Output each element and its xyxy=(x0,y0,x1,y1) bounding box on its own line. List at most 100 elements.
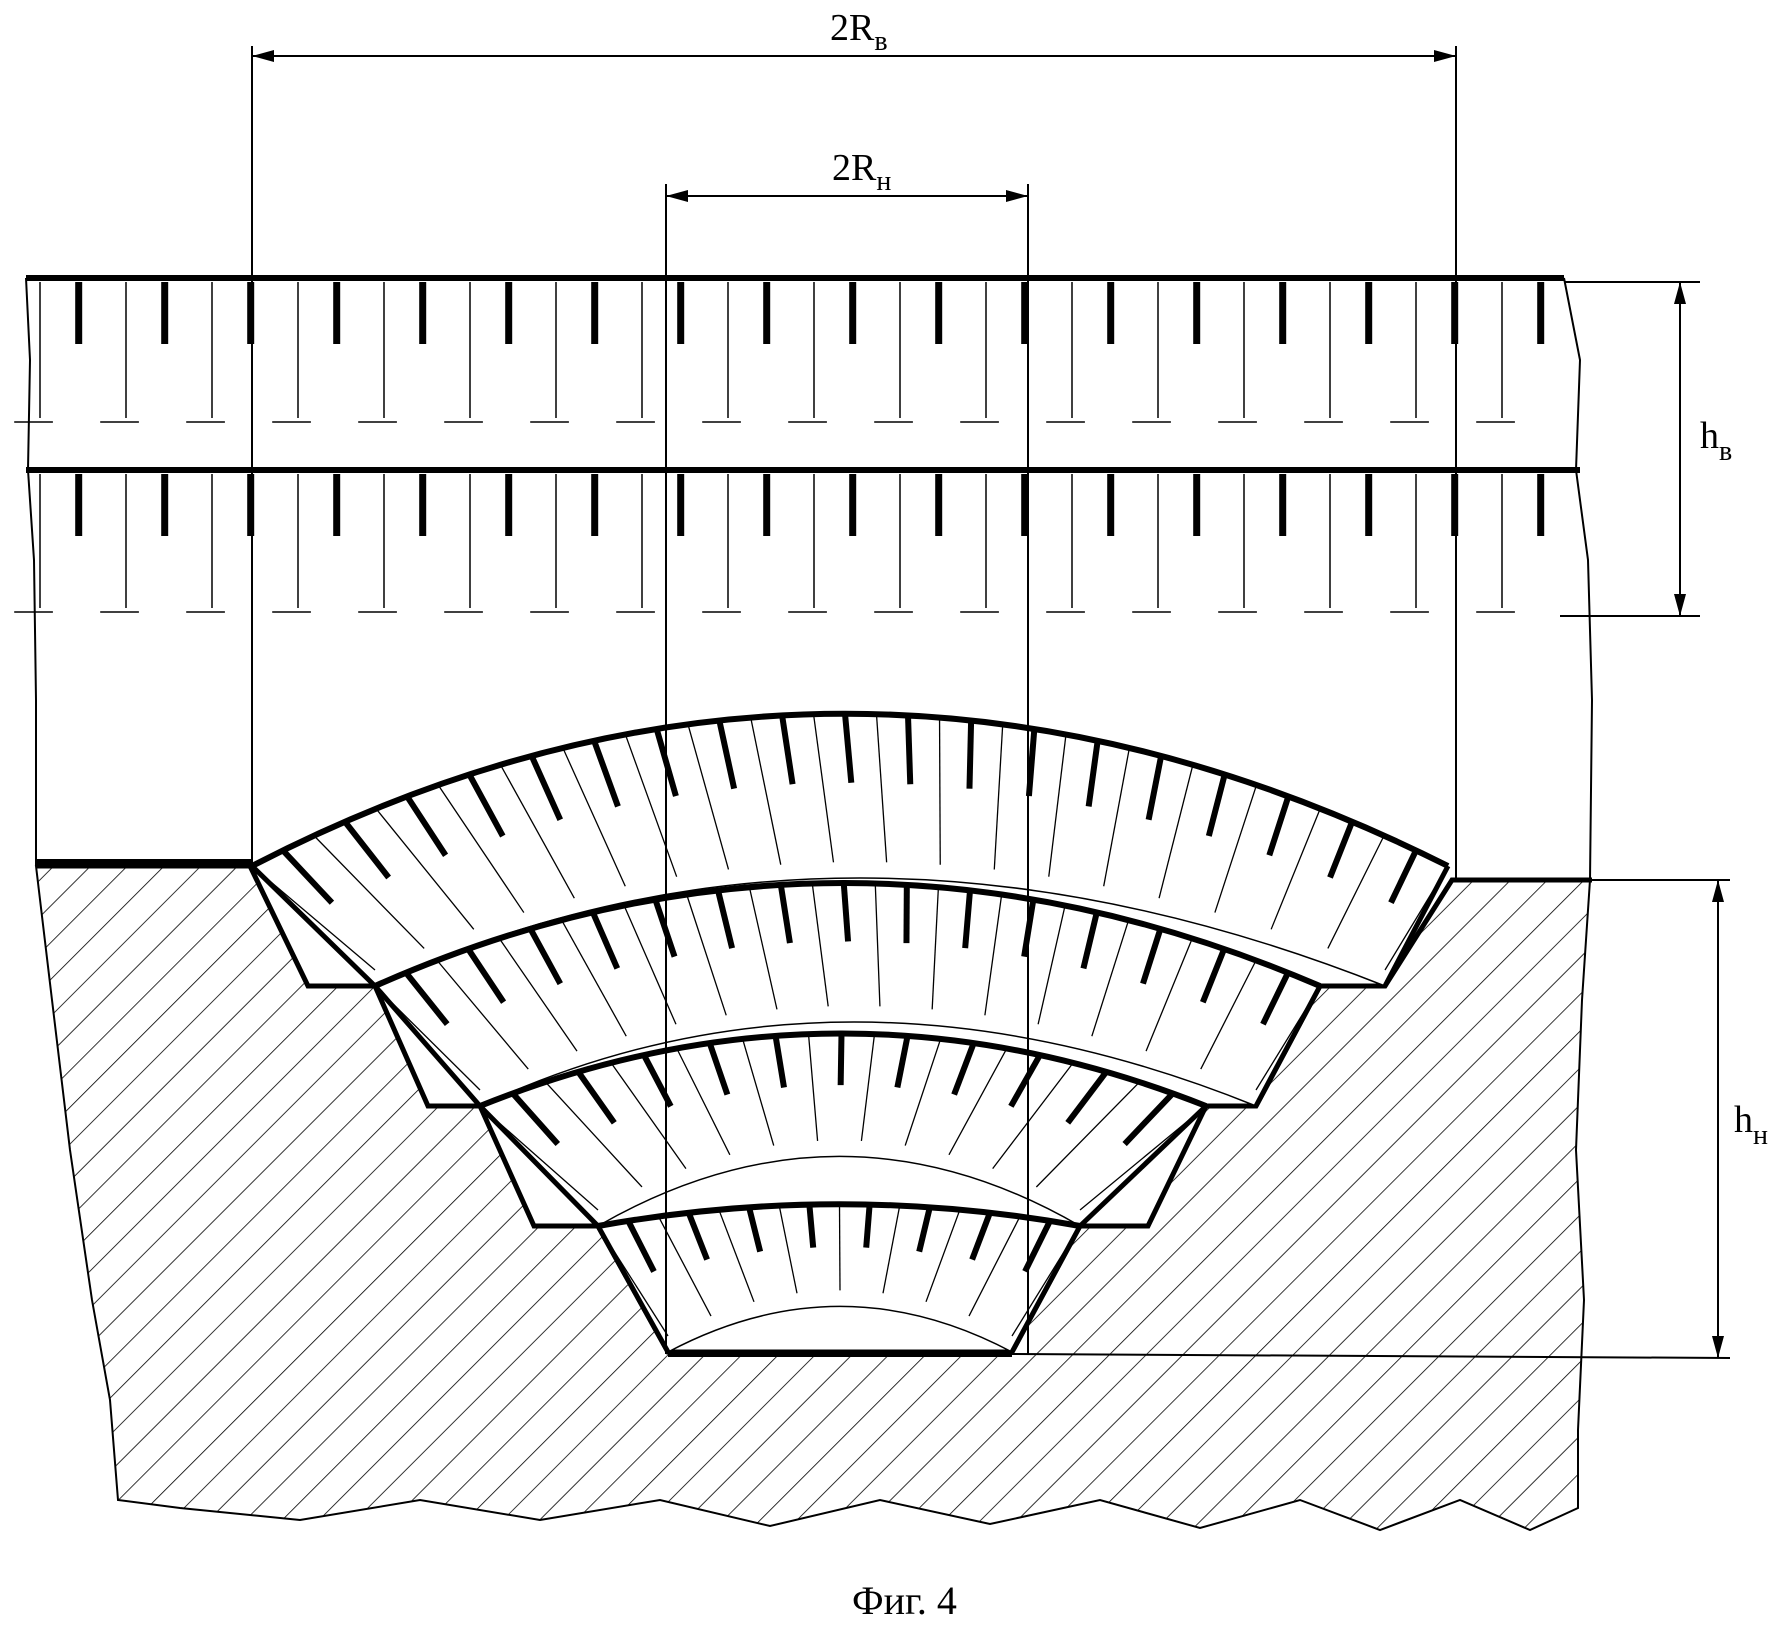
arch-segment-divider xyxy=(992,1062,1074,1169)
upper-row-2-segments xyxy=(14,474,1545,613)
arch-right-wall xyxy=(1382,864,1451,988)
arch-fill xyxy=(598,1204,1080,1352)
arch-segment-tick xyxy=(1022,1219,1053,1273)
arch-right-wall xyxy=(1078,1104,1208,1228)
arch-segment-tick xyxy=(777,884,793,944)
arch-segment-divider xyxy=(437,784,525,913)
upper-stack xyxy=(14,275,1594,881)
arch-segment-tick xyxy=(575,1070,617,1125)
arch-segment-tick xyxy=(894,1035,911,1089)
arch-segment-divider xyxy=(948,1048,1008,1156)
figure-caption: Фиг. 4 xyxy=(852,1578,957,1623)
arch-segment-tick xyxy=(404,794,449,857)
arch-right-wall xyxy=(1009,1224,1083,1354)
arch-segment-tick xyxy=(962,890,974,949)
dimension-upper-diameter xyxy=(251,46,1457,880)
arch-left-wall xyxy=(373,984,482,1108)
arch-segment-tick xyxy=(685,1211,710,1261)
arch-segment-tick xyxy=(863,1204,873,1248)
arch-segment-divider xyxy=(931,887,940,1010)
arch-segment-tick xyxy=(772,1035,787,1088)
arch-segment-divider xyxy=(875,714,888,863)
arch-left-wall xyxy=(595,1224,671,1354)
arched-layer-2 xyxy=(373,880,1323,1108)
upper-stack-right-edge xyxy=(1563,277,1594,881)
arch-segment-divider xyxy=(811,883,829,1007)
arch-segment-tick xyxy=(806,1204,817,1248)
arch-segment-divider xyxy=(1037,905,1066,1025)
arch-segment-divider xyxy=(984,894,1003,1016)
arch-segment-tick xyxy=(403,970,450,1027)
arch-segment-divider xyxy=(904,1038,942,1146)
label-lower-diameter: 2Rн xyxy=(832,147,891,197)
arch-segment-divider xyxy=(807,1034,819,1142)
arched-layer-4 xyxy=(595,1201,1083,1354)
arch-segment-tick xyxy=(590,911,621,970)
arch-segment-tick xyxy=(528,754,563,821)
arched-layer-3 xyxy=(478,1030,1208,1228)
arch-fill xyxy=(375,883,1320,1106)
arch-segment-divider xyxy=(375,808,475,930)
arch-segment-divider xyxy=(436,959,529,1070)
arch-segment-divider xyxy=(968,1216,1021,1317)
arch-segment-divider xyxy=(562,747,626,887)
arch-segment-divider xyxy=(686,894,727,1016)
arch-inner-edge xyxy=(479,1021,1257,1107)
arch-segment-tick xyxy=(510,1091,561,1147)
dimension-lower-diameter xyxy=(665,184,1029,1354)
arch-segment-tick xyxy=(1200,947,1227,1004)
label-lower-height: hн xyxy=(1734,1099,1768,1151)
arch-segment-divider xyxy=(1200,960,1257,1070)
arch-segment-tick xyxy=(1122,1091,1175,1147)
arch-segment-tick xyxy=(1145,755,1165,821)
arched-layer-1 xyxy=(250,710,1451,988)
arch-segment-tick xyxy=(652,898,678,958)
arch-segment-divider xyxy=(499,764,575,899)
upper-row-1-band xyxy=(26,278,1564,430)
arch-segment-tick xyxy=(842,713,855,784)
arch-segment-tick xyxy=(715,889,736,949)
arch-segment-divider xyxy=(313,835,425,949)
arch-segment-divider xyxy=(741,1038,775,1146)
arch-right-wall xyxy=(1253,984,1323,1108)
arch-segment-tick xyxy=(837,1033,845,1086)
arch-segment-divider xyxy=(748,887,778,1010)
arch-segment-divider xyxy=(561,919,627,1037)
arch-segment-tick xyxy=(342,819,391,880)
arch-segment-tick xyxy=(840,882,852,942)
arch-segment-divider xyxy=(610,1062,687,1169)
arch-segment-divider xyxy=(1214,784,1258,913)
arch-segment-tick xyxy=(1266,795,1292,857)
arch-segment-tick xyxy=(1205,773,1228,837)
arch-segment-tick xyxy=(706,1042,731,1096)
arch-segment-divider xyxy=(778,1205,798,1294)
arch-segment-tick xyxy=(466,773,506,838)
arch-segment-divider xyxy=(1091,919,1130,1037)
arch-segment-divider xyxy=(812,714,835,863)
arch-segment-tick xyxy=(716,719,738,790)
arch-segment-divider xyxy=(874,883,881,1007)
arch-segment-divider xyxy=(938,717,941,865)
arch-segment-tick xyxy=(969,1211,993,1261)
dimension-upper-height xyxy=(1560,281,1700,617)
arch-segment-tick xyxy=(465,947,507,1004)
arch-segment-tick xyxy=(1008,1053,1043,1108)
arch-segment-divider xyxy=(1048,734,1067,877)
arch-segment-divider xyxy=(1035,1081,1140,1188)
arch-segment-divider xyxy=(718,1209,755,1303)
arch-fill xyxy=(252,713,1448,986)
dimension-lower-height xyxy=(1011,879,1731,1359)
label-upper-height: hв xyxy=(1700,415,1732,467)
arch-segment-tick xyxy=(1327,820,1355,879)
arch-segment-tick xyxy=(746,1206,764,1253)
arch-segment-tick xyxy=(625,1219,657,1273)
arch-segment-divider xyxy=(687,724,730,870)
arch-segment-divider xyxy=(624,734,678,877)
arch-segment-divider xyxy=(1103,747,1131,887)
arch-segment-divider xyxy=(882,1205,901,1294)
arch-segment-tick xyxy=(779,714,796,785)
arch-segment-tick xyxy=(527,927,563,986)
arch-segment-tick xyxy=(1085,740,1101,807)
arch-segment-divider xyxy=(623,905,677,1025)
